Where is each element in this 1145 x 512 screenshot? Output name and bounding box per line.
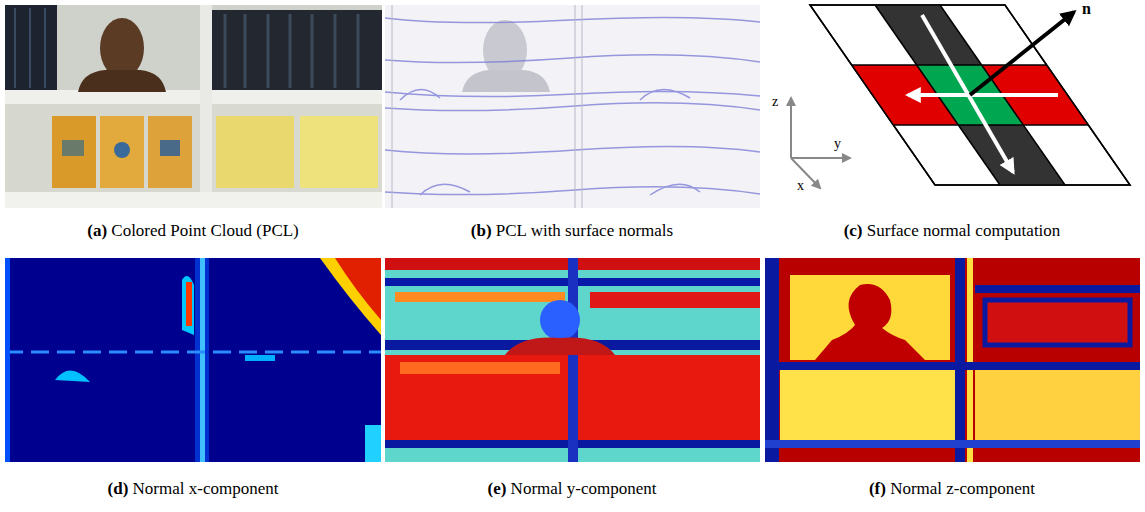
point-cloud-photo	[5, 5, 382, 208]
subfigure-caption: (a) Colored Point Cloud (PCL)	[87, 222, 299, 241]
heatmap-z	[765, 258, 1140, 462]
subfigure-caption: (d) Normal x-component	[108, 480, 279, 499]
normals-cloud	[385, 5, 760, 208]
normal-computation-grid	[791, 5, 1130, 188]
axis-label: z	[772, 94, 778, 109]
axis-label: x	[797, 178, 804, 193]
heatmap-y	[385, 258, 760, 462]
subfigure-caption: (c) Surface normal computation	[844, 222, 1061, 241]
subfigure-caption: (b) PCL with surface normals	[471, 222, 673, 241]
subfigure-caption: (e) Normal y-component	[487, 480, 656, 499]
normal-vector-label: n	[1082, 0, 1091, 18]
subfigure-caption: (f) Normal z-component	[869, 480, 1035, 499]
axis-label: y	[834, 136, 841, 151]
heatmap-x	[5, 258, 381, 462]
